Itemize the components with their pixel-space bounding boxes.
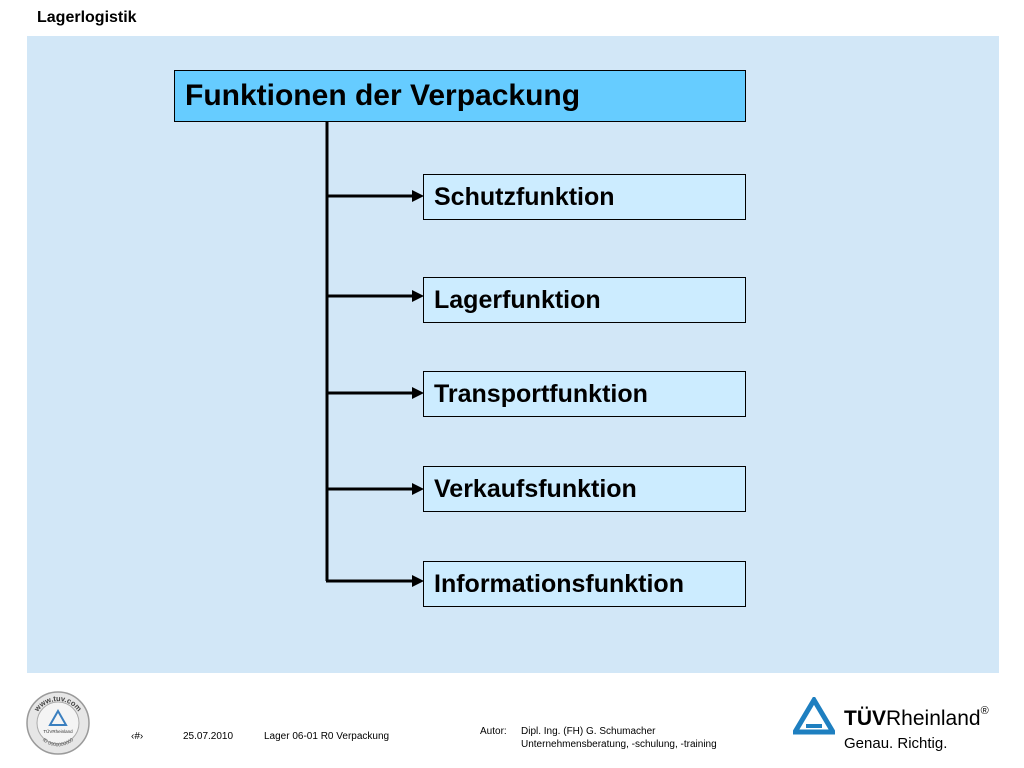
- function-label: Lagerfunktion: [434, 285, 601, 314]
- page-title: Lagerlogistik: [37, 9, 137, 26]
- author-name: Dipl. Ing. (FH) G. Schumacher: [521, 726, 656, 737]
- footer-date: 25.07.2010: [183, 731, 234, 742]
- diagram-title-box: Funktionen der Verpackung: [174, 70, 746, 122]
- seal-brand-text: TÜVRheinland: [43, 728, 73, 734]
- function-box-verkauf: Verkaufsfunktion: [423, 466, 746, 512]
- function-label: Schutzfunktion: [434, 182, 615, 211]
- author-role: Unternehmensberatung, -schulung, -traini…: [521, 739, 717, 750]
- function-box-schutz: Schutzfunktion: [423, 174, 746, 220]
- registered-mark: ®: [980, 705, 989, 717]
- tuv-seal-icon: www.tuv.com ID 0000000000 TÜVRheinland: [26, 691, 90, 755]
- function-label: Transportfunktion: [434, 379, 648, 408]
- author-label: Autor:: [480, 726, 507, 737]
- function-box-lager: Lagerfunktion: [423, 277, 746, 323]
- brand-name-regular: Rheinland: [886, 707, 981, 730]
- brand-name: TÜVRheinland®: [844, 705, 989, 731]
- slide-number: ‹#›: [131, 731, 144, 742]
- svg-text:ID 0000000000: ID 0000000000: [41, 737, 75, 748]
- function-box-information: Informationsfunktion: [423, 561, 746, 607]
- brand-name-bold: TÜV: [844, 707, 886, 730]
- seal-id-text: ID 0000000000: [41, 737, 75, 748]
- footer-document: Lager 06-01 R0 Verpackung: [264, 731, 390, 742]
- function-label: Informationsfunktion: [434, 569, 684, 598]
- brand-tagline: Genau. Richtig.: [844, 735, 948, 752]
- function-box-transport: Transportfunktion: [423, 371, 746, 417]
- tuv-logo-icon: [793, 697, 835, 735]
- function-label: Verkaufsfunktion: [434, 474, 637, 503]
- diagram-title: Funktionen der Verpackung: [185, 79, 581, 112]
